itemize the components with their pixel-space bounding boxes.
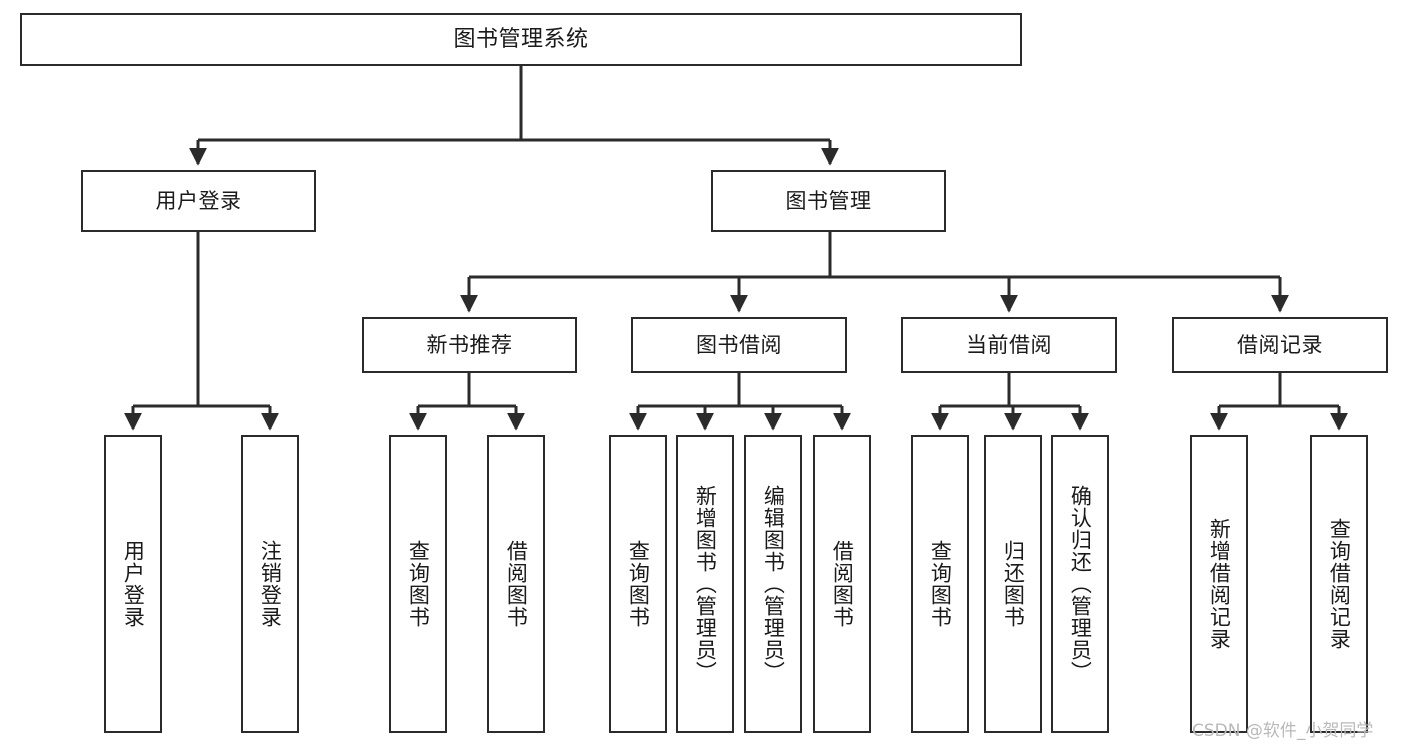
leaf-query-book-2-label: 查询图书: [626, 540, 651, 628]
leaf-edit-book[interactable]: 编辑图书（管理员）: [744, 435, 802, 733]
node-book-manage-label: 图书管理: [785, 188, 872, 213]
leaf-query-record-label: 查询借阅记录: [1327, 518, 1352, 650]
node-book-borrow[interactable]: 图书借阅: [631, 317, 847, 373]
leaf-add-book-label: 新增图书（管理员）: [693, 485, 718, 683]
node-new-book-rec[interactable]: 新书推荐: [362, 317, 577, 373]
leaf-user-login-label: 用户登录: [121, 540, 146, 628]
leaf-borrow-book-1-label: 借阅图书: [504, 540, 529, 628]
leaf-query-book-1[interactable]: 查询图书: [389, 435, 447, 733]
leaf-borrow-book-1[interactable]: 借阅图书: [487, 435, 545, 733]
node-borrow-record-label: 借阅记录: [1237, 332, 1323, 357]
leaf-query-book-1-label: 查询图书: [406, 540, 431, 628]
leaf-query-book-2[interactable]: 查询图书: [609, 435, 667, 733]
leaf-add-record-label: 新增借阅记录: [1207, 518, 1232, 650]
leaf-add-book[interactable]: 新增图书（管理员）: [676, 435, 734, 733]
leaf-return-book[interactable]: 归还图书: [984, 435, 1042, 733]
leaf-query-record[interactable]: 查询借阅记录: [1310, 435, 1368, 733]
leaf-user-login[interactable]: 用户登录: [104, 435, 162, 733]
csdn-watermark: CSDN @软件_小贺同学: [1192, 721, 1374, 741]
node-borrow-record[interactable]: 借阅记录: [1172, 317, 1388, 373]
node-root-label: 图书管理系统: [453, 26, 589, 52]
leaf-query-book-3[interactable]: 查询图书: [911, 435, 969, 733]
node-current-borrow[interactable]: 当前借阅: [901, 317, 1117, 373]
leaf-borrow-book-2-label: 借阅图书: [830, 540, 855, 628]
node-new-book-rec-label: 新书推荐: [426, 332, 513, 357]
leaf-edit-book-label: 编辑图书（管理员）: [761, 485, 786, 683]
leaf-confirm-return[interactable]: 确认归还（管理员）: [1051, 435, 1109, 733]
node-user-login[interactable]: 用户登录: [81, 170, 316, 232]
node-book-borrow-label: 图书借阅: [696, 332, 782, 357]
node-current-borrow-label: 当前借阅: [966, 332, 1052, 357]
leaf-logout-label: 注销登录: [258, 540, 283, 628]
node-user-login-label: 用户登录: [155, 188, 242, 213]
leaf-query-book-3-label: 查询图书: [928, 540, 953, 628]
node-root[interactable]: 图书管理系统: [20, 13, 1022, 66]
leaf-logout[interactable]: 注销登录: [241, 435, 299, 733]
leaf-add-record[interactable]: 新增借阅记录: [1190, 435, 1248, 733]
node-book-manage[interactable]: 图书管理: [711, 170, 946, 232]
leaf-borrow-book-2[interactable]: 借阅图书: [813, 435, 871, 733]
leaf-return-book-label: 归还图书: [1001, 540, 1026, 628]
leaf-confirm-return-label: 确认归还（管理员）: [1068, 485, 1093, 683]
